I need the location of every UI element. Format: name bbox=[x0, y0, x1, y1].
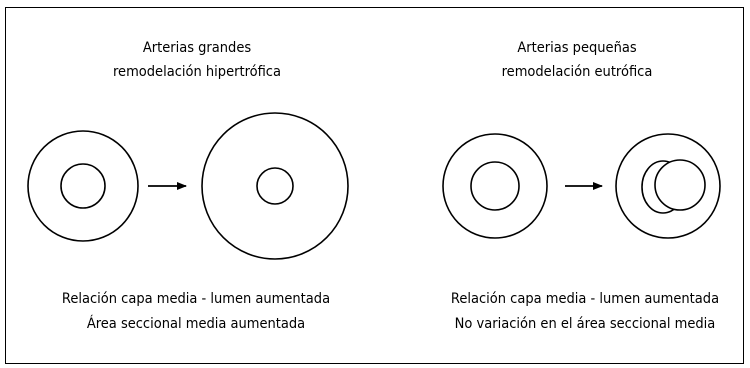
artery-lumen bbox=[654, 159, 706, 211]
large-artery-normal bbox=[27, 130, 139, 242]
artery-wall-outer bbox=[615, 133, 721, 239]
artery-lumen bbox=[470, 161, 520, 211]
left-title-line1: Arterias grandes bbox=[143, 40, 252, 56]
large-artery-hypertrophic bbox=[201, 112, 349, 260]
left-title-line2: remodelación hipertrófica bbox=[113, 64, 281, 80]
small-artery-normal bbox=[442, 133, 548, 239]
right-title-line2: remodelación eutrófica bbox=[502, 64, 653, 80]
artery-lumen bbox=[256, 167, 294, 205]
left-caption-line2: Área seccional media aumentada bbox=[87, 315, 305, 332]
right-title-line1: Arterias pequeñas bbox=[517, 40, 636, 56]
artery-wall-outer bbox=[201, 112, 349, 260]
artery-lumen bbox=[60, 163, 106, 209]
right-caption-line1: Relación capa media - lumen aumentada bbox=[451, 291, 719, 307]
left-caption-line1: Relación capa media - lumen aumentada bbox=[62, 291, 330, 307]
artery-wall-outer bbox=[442, 133, 548, 239]
artery-wall-outer bbox=[27, 130, 139, 242]
small-artery-eutrophic bbox=[615, 133, 721, 239]
diagram-frame bbox=[5, 7, 744, 364]
right-caption-line2: No variación en el área seccional media bbox=[455, 316, 716, 332]
